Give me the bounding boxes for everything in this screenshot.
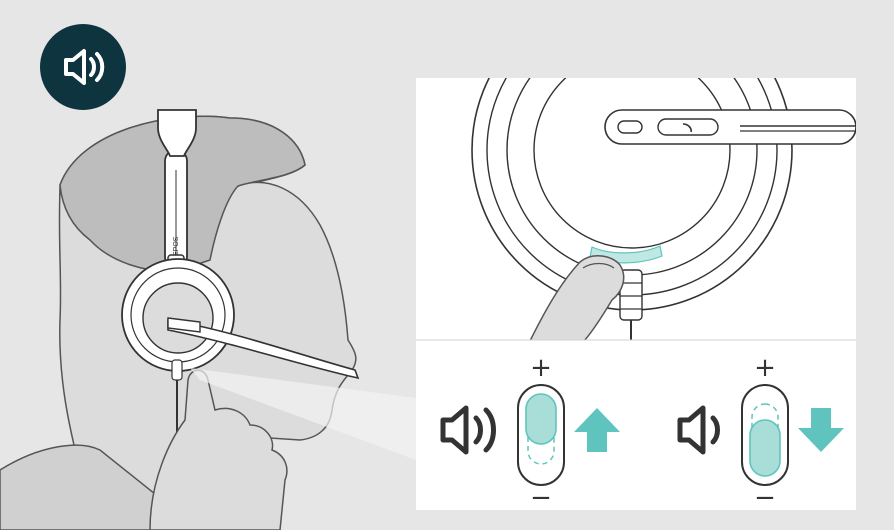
mute-led: [617, 120, 643, 134]
volume-down-plus: +: [754, 353, 776, 383]
call-button: [657, 118, 719, 136]
speaker-loud-icon: [440, 405, 496, 455]
boom-arm: [167, 319, 360, 380]
speaker-quiet-icon: [677, 405, 720, 455]
zoom-beam: [190, 368, 416, 460]
phone-icon: [682, 123, 692, 133]
finger-closeup: [529, 255, 625, 340]
arrow-up-icon: [574, 408, 620, 452]
slider-knob: [525, 393, 557, 445]
zoom-panel: + − + −: [416, 78, 856, 513]
volume-down-illustration: + −: [677, 353, 844, 513]
volume-slider-small: [171, 359, 183, 381]
volume-up-plus: +: [530, 353, 552, 383]
earcup-inner: [142, 282, 214, 354]
speaker-volume-badge: [40, 24, 126, 110]
volume-up-illustration: + −: [440, 353, 620, 513]
earcup-closeup: [416, 78, 856, 341]
pointing-hand: [149, 369, 288, 530]
arrow-down-icon: [798, 408, 844, 452]
headband-top: [157, 109, 197, 157]
speaker-volume-icon: [64, 49, 105, 85]
headset-illustration: EPOS: [121, 109, 360, 530]
brand-mark: EPOS: [173, 236, 180, 256]
slider-knob: [749, 419, 781, 477]
person-body: [0, 444, 202, 530]
volume-up-minus: −: [530, 483, 552, 513]
volume-down-minus: −: [754, 483, 776, 513]
